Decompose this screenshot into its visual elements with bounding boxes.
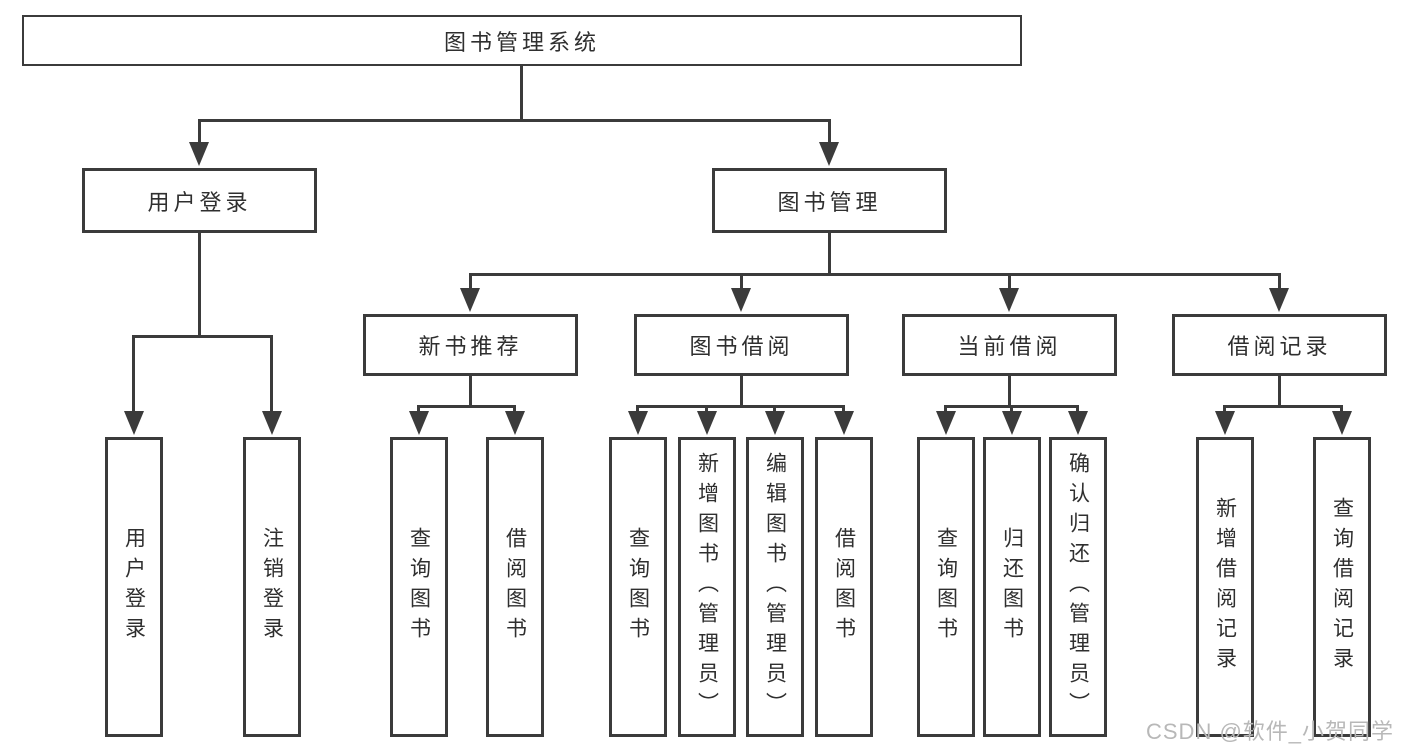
node-current-borrowing: 当前借阅 [902, 314, 1117, 376]
arrow-down-icon [731, 288, 751, 312]
leaf-query-borrowing-record: 查询借阅记录 [1313, 437, 1371, 737]
connector-line [773, 405, 776, 415]
arrow-down-icon [1068, 411, 1088, 435]
node-label: 图书管理 [777, 189, 882, 215]
leaf-label: 用户登录 [122, 527, 146, 647]
leaf-label: 查询图书 [934, 527, 958, 647]
connector-line [520, 65, 523, 122]
connector-line [469, 376, 472, 408]
leaf-label: 查询图书 [626, 527, 650, 647]
node-label: 图书管理系统 [443, 29, 600, 55]
leaf-label: 查询图书 [407, 527, 431, 647]
node-label: 用户登录 [147, 189, 252, 215]
connector-line [469, 273, 472, 291]
leaf-label: 新增借阅记录 [1213, 497, 1237, 677]
connector-line [944, 405, 947, 415]
node-book-borrowing: 图书借阅 [634, 314, 849, 376]
leaf-label: 新增图书（管理员） [695, 452, 719, 722]
connector-line [1008, 376, 1011, 408]
connector-line [1008, 273, 1011, 291]
arrow-down-icon [999, 288, 1019, 312]
leaf-add-borrowing-record: 新增借阅记录 [1196, 437, 1254, 737]
connector-line [636, 405, 639, 415]
connector-line [636, 405, 845, 408]
connector-line [417, 405, 516, 408]
connector-line [198, 119, 831, 122]
csdn-watermark: CSDN @软件_小贺同学 [1146, 719, 1395, 744]
connector-line [1340, 405, 1343, 415]
arrow-down-icon [628, 411, 648, 435]
arrow-down-icon [460, 288, 480, 312]
leaf-user-login: 用户登录 [105, 437, 163, 737]
leaf-query-books-borrow: 查询图书 [609, 437, 667, 737]
arrow-down-icon [409, 411, 429, 435]
node-book-management: 图书管理 [712, 168, 947, 233]
connector-line [1076, 405, 1079, 415]
leaf-label: 借阅图书 [832, 527, 856, 647]
leaf-label: 查询借阅记录 [1330, 497, 1354, 677]
node-label: 新书推荐 [418, 334, 523, 359]
leaf-label: 归还图书 [1000, 527, 1024, 647]
connector-line [132, 335, 135, 413]
leaf-logout: 注销登录 [243, 437, 301, 737]
leaf-query-books-current: 查询图书 [917, 437, 975, 737]
connector-line [740, 273, 743, 291]
leaf-query-books-recommend: 查询图书 [390, 437, 448, 737]
node-user-login: 用户登录 [82, 168, 317, 233]
leaf-borrow-books-recommend: 借阅图书 [486, 437, 544, 737]
arrow-down-icon [505, 411, 525, 435]
arrow-down-icon [936, 411, 956, 435]
arrow-down-icon [834, 411, 854, 435]
arrow-down-icon [1269, 288, 1289, 312]
node-label: 借阅记录 [1227, 334, 1332, 359]
arrow-down-icon [1002, 411, 1022, 435]
node-new-book-recommendation: 新书推荐 [363, 314, 578, 376]
leaf-label: 注销登录 [260, 527, 284, 647]
arrow-down-icon [124, 411, 144, 435]
leaf-borrow-books: 借阅图书 [815, 437, 873, 737]
leaf-add-books-admin: 新增图书（管理员） [678, 437, 736, 737]
connector-line [198, 233, 201, 338]
leaf-label: 编辑图书（管理员） [763, 452, 787, 722]
connector-line [469, 273, 1281, 276]
connector-line [198, 119, 201, 146]
connector-line [828, 233, 831, 276]
arrow-down-icon [765, 411, 785, 435]
node-library-management-system: 图书管理系统 [22, 15, 1022, 66]
leaf-edit-books-admin: 编辑图书（管理员） [746, 437, 804, 737]
arrow-down-icon [1215, 411, 1235, 435]
connector-line [1278, 273, 1281, 291]
arrow-down-icon [262, 411, 282, 435]
connector-line [705, 405, 708, 415]
connector-line [417, 405, 420, 415]
leaf-label: 确认归还（管理员） [1066, 452, 1090, 722]
connector-line [828, 119, 831, 146]
connector-line [1223, 405, 1226, 415]
node-label: 当前借阅 [957, 334, 1062, 359]
node-borrowing-records: 借阅记录 [1172, 314, 1387, 376]
leaf-label: 借阅图书 [503, 527, 527, 647]
connector-line [740, 376, 743, 408]
node-label: 图书借阅 [689, 334, 794, 359]
connector-line [842, 405, 845, 415]
arrow-down-icon [697, 411, 717, 435]
connector-line [270, 335, 273, 413]
leaf-confirm-return-admin: 确认归还（管理员） [1049, 437, 1107, 737]
connector-line [132, 335, 273, 338]
arrow-down-icon [189, 142, 209, 166]
connector-line [513, 405, 516, 415]
arrow-down-icon [1332, 411, 1352, 435]
connector-line [1010, 405, 1013, 415]
connector-line [1223, 405, 1343, 408]
leaf-return-books: 归还图书 [983, 437, 1041, 737]
connector-line [1278, 376, 1281, 408]
arrow-down-icon [819, 142, 839, 166]
